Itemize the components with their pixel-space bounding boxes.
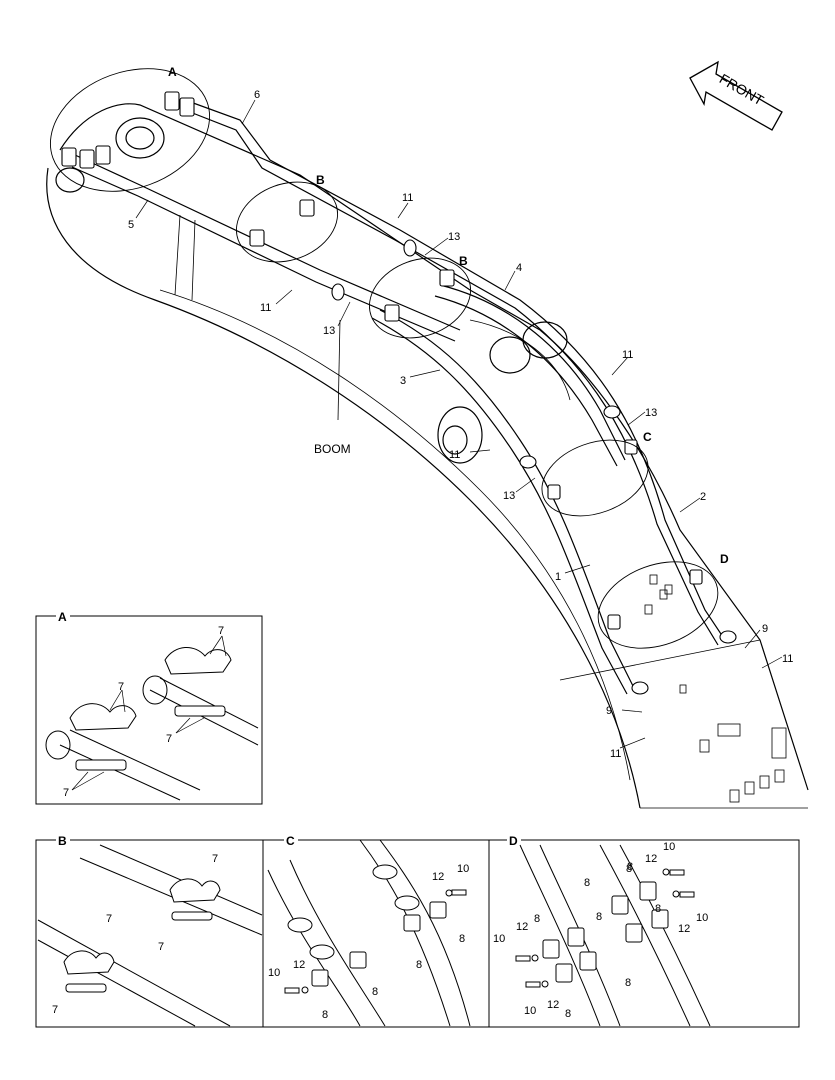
- leader-lines: [135, 99, 783, 749]
- part-label: 7: [118, 681, 124, 693]
- part-label: 7: [52, 1004, 58, 1016]
- callout-b-2: B: [459, 254, 468, 268]
- inset-b-title: B: [58, 834, 67, 848]
- part-label: 1: [555, 571, 561, 583]
- part-label: 7: [63, 787, 69, 799]
- part-label: 10: [457, 863, 469, 875]
- part-label: 10: [696, 912, 708, 924]
- part-label: 2: [700, 491, 706, 503]
- main-part-labels: 6 5 11 13 4 11 13 3 11 13 11 13 2 1 9 11…: [128, 89, 793, 760]
- part-label: 10: [524, 1005, 536, 1017]
- part-label: 8: [584, 877, 590, 889]
- part-label: 12: [293, 959, 305, 971]
- part-label: 13: [503, 490, 515, 502]
- part-label: 9: [762, 623, 768, 635]
- front-arrow: FRONT: [689, 60, 783, 131]
- inset-a: A 7 7 7 7: [35, 610, 263, 805]
- hydraulic-pipes: [71, 99, 726, 695]
- detail-ellipses: [49, 68, 719, 649]
- part-label: 7: [158, 941, 164, 953]
- part-label: 7: [218, 625, 224, 637]
- part-label: 12: [516, 921, 528, 933]
- part-label: 10: [268, 967, 280, 979]
- part-label: 7: [212, 853, 218, 865]
- inset-d-title: D: [509, 834, 518, 848]
- part-label: 8: [655, 903, 661, 915]
- part-label: 11: [622, 349, 633, 361]
- inset-c: C 10 12 12 10 8 8 8 8: [262, 834, 490, 1028]
- inset-c-title: C: [286, 834, 295, 848]
- part-label: 12: [432, 871, 444, 883]
- part-label: 4: [516, 262, 522, 274]
- callout-c: C: [643, 430, 652, 444]
- part-label: 8: [459, 933, 465, 945]
- part-label: 11: [610, 748, 621, 760]
- inset-a-title: A: [58, 610, 67, 624]
- pipe-clamps: [61, 91, 737, 695]
- part-label: 8: [416, 959, 422, 971]
- callout-a: A: [168, 65, 177, 79]
- part-label: 13: [323, 325, 335, 337]
- inset-a-leaders: [71, 635, 227, 791]
- callout-b-1: B: [316, 173, 325, 187]
- part-label: 8: [596, 911, 602, 923]
- part-label: 12: [645, 853, 657, 865]
- part-label: 8: [322, 1009, 328, 1021]
- part-label: 8: [627, 861, 633, 873]
- part-label: 12: [678, 923, 690, 935]
- boom-label: BOOM: [314, 442, 351, 456]
- part-label: 5: [128, 219, 134, 231]
- detail-callouts: A B B C D: [168, 65, 729, 566]
- part-label: 8: [534, 913, 540, 925]
- part-label: 11: [260, 302, 271, 314]
- callout-d: D: [720, 552, 729, 566]
- part-label: 13: [448, 231, 460, 243]
- part-label: 12: [547, 999, 559, 1011]
- part-label: 6: [254, 89, 260, 101]
- inset-b: B 7 7 7 7: [35, 834, 264, 1028]
- part-label: 8: [372, 986, 378, 998]
- part-label: 10: [493, 933, 505, 945]
- part-label: 7: [106, 913, 112, 925]
- boom-foot-boss: [55, 117, 165, 193]
- part-label: 8: [625, 977, 631, 989]
- inset-d: D 10 12 8 8 8 10 12 8 8 12 10 8: [488, 834, 800, 1028]
- part-label: 9: [606, 705, 612, 717]
- part-label: 11: [402, 192, 413, 204]
- part-label: 13: [645, 407, 657, 419]
- part-label: 11: [449, 449, 460, 461]
- part-label: 11: [782, 653, 793, 665]
- part-label: 8: [626, 863, 632, 875]
- part-label: 8: [565, 1008, 571, 1020]
- part-label: 10: [663, 841, 675, 853]
- bolt-holes: [644, 574, 787, 803]
- part-label: 3: [400, 375, 406, 387]
- part-label: 7: [166, 733, 172, 745]
